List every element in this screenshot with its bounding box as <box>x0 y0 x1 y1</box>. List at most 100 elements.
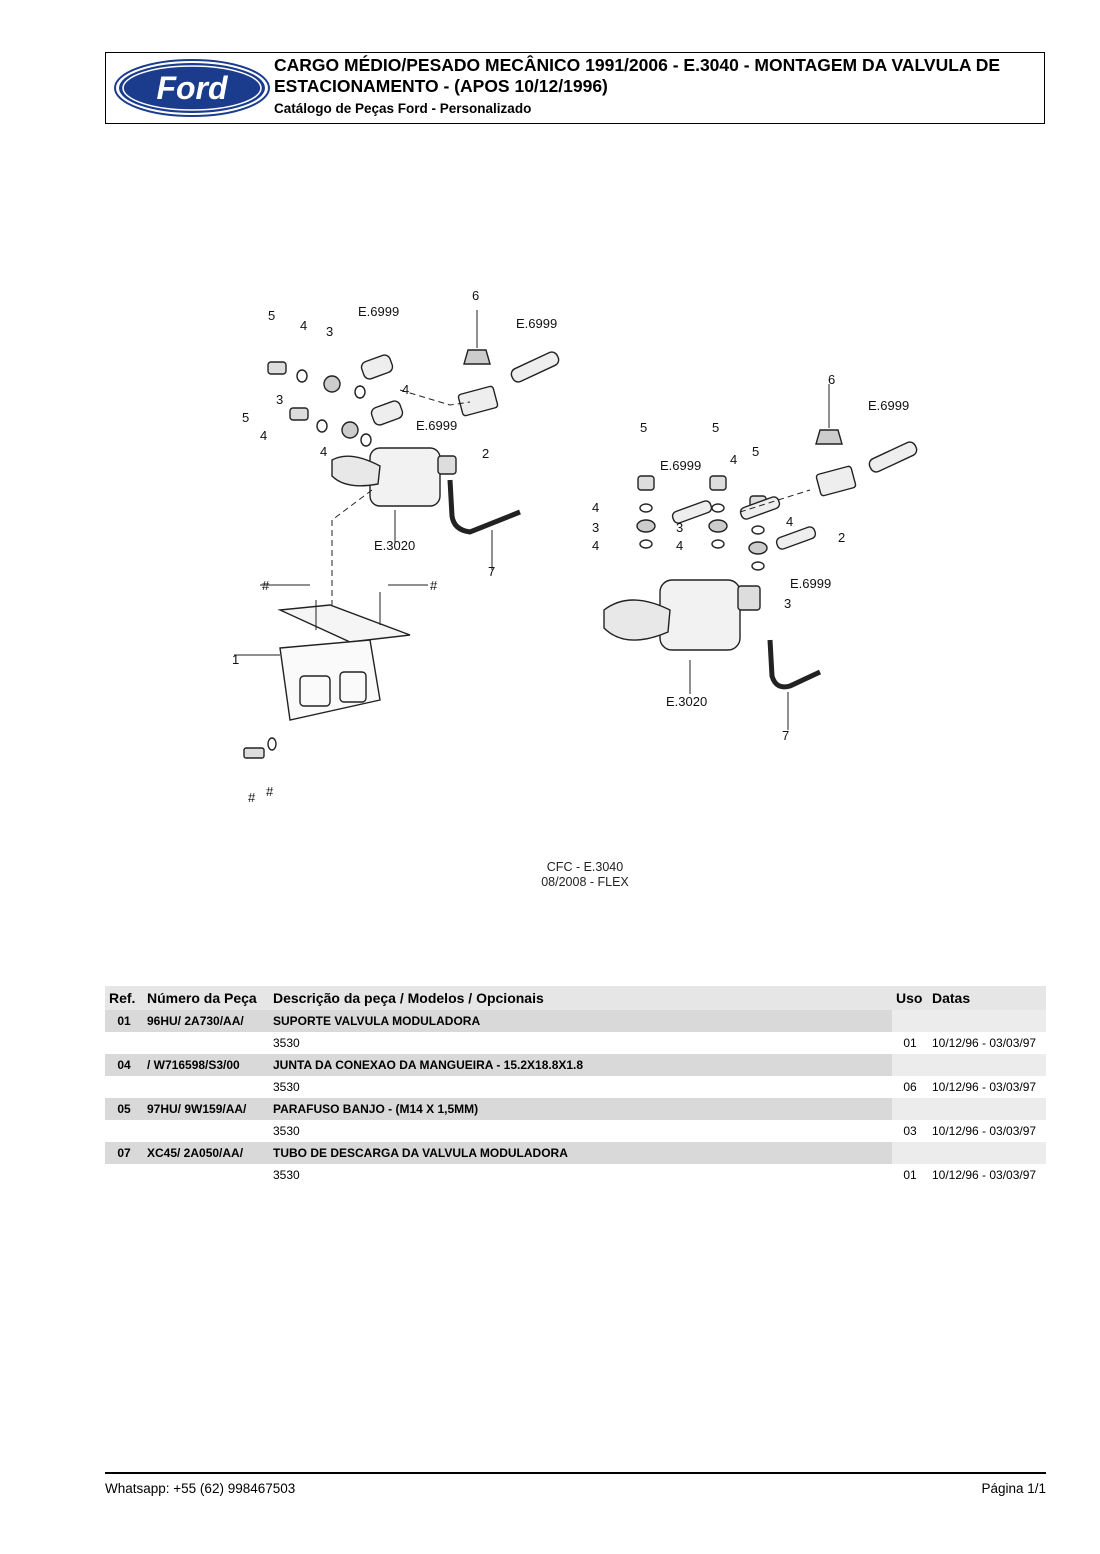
washer-shape <box>354 385 366 399</box>
diagram-label-3: 3 <box>276 392 283 407</box>
diagram-label-e6999: E.6999 <box>416 418 457 433</box>
diagram-label-5: 5 <box>268 308 275 323</box>
cell-description: JUNTA DA CONEXAO DA MANGUEIRA - 15.2X18.… <box>269 1054 892 1076</box>
valve-body-shape <box>369 447 441 507</box>
diagram-label-7: 7 <box>488 564 495 579</box>
tee-block-shape <box>457 385 499 417</box>
diagram-label-4: 4 <box>592 538 599 553</box>
col-descricao: Descrição da peça / Modelos / Opcionais <box>269 986 892 1010</box>
cell-uso-empty <box>892 1054 928 1076</box>
drain-tube-shape <box>767 639 822 690</box>
cell-model: 3530 <box>269 1032 892 1054</box>
cell-uso: 03 <box>892 1120 928 1142</box>
diagram-label-5: 5 <box>242 410 249 425</box>
washer-shape <box>316 419 328 433</box>
banjo-bolt-shape <box>267 361 287 375</box>
diagram-label-4: 4 <box>320 444 327 459</box>
diagram-label-2: 2 <box>838 530 845 545</box>
footer-page-number: Página 1/1 <box>981 1481 1046 1496</box>
col-uso: Uso <box>892 986 928 1010</box>
diagram-label-4: 4 <box>730 452 737 467</box>
diagram-label-hash: # <box>266 784 274 799</box>
bracket-plate-shape <box>277 604 411 643</box>
valve-handle-shape <box>331 455 381 487</box>
cell-description: PARAFUSO BANJO - (M14 X 1,5MM) <box>269 1098 892 1120</box>
diagram-label-hash: # <box>262 578 270 593</box>
tee-block-shape <box>815 465 857 497</box>
diagram-label-e6999: E.6999 <box>660 458 701 473</box>
table-row: 01 96HU/ 2A730/AA/ SUPORTE VALVULA MODUL… <box>105 1010 1046 1032</box>
cell-part-number: / W716598/S3/00 <box>143 1054 269 1076</box>
drain-tube-shape <box>447 479 521 535</box>
cell-datas: 10/12/96 - 03/03/97 <box>928 1164 1046 1186</box>
diagram-label-e6999: E.6999 <box>868 398 909 413</box>
diagram-label-e3020: E.3020 <box>374 538 415 553</box>
diagram-label-4: 4 <box>260 428 267 443</box>
table-row: 3530 01 10/12/96 - 03/03/97 <box>105 1164 1046 1186</box>
page-title: CARGO MÉDIO/PESADO MECÂNICO 1991/2006 - … <box>274 55 1001 96</box>
banjo-connector-shape <box>323 375 341 393</box>
diagram-label-2: 2 <box>482 446 489 461</box>
diagram-label-3: 3 <box>676 520 683 535</box>
cell-description: TUBO DE DESCARGA DA VALVULA MODULADORA <box>269 1142 892 1164</box>
diagram-label-4: 4 <box>592 500 599 515</box>
table-row: 04 / W716598/S3/00 JUNTA DA CONEXAO DA M… <box>105 1054 1046 1076</box>
diagram-label-6: 6 <box>472 288 479 303</box>
diagram-label-hash: # <box>430 578 438 593</box>
table-row: 05 97HU/ 9W159/AA/ PARAFUSO BANJO - (M14… <box>105 1098 1046 1120</box>
table-row: 3530 06 10/12/96 - 03/03/97 <box>105 1076 1046 1098</box>
diagram-label-4: 4 <box>786 514 793 529</box>
diagram-caption: CFC - E.3040 08/2008 - FLEX <box>480 860 690 890</box>
col-datas: Datas <box>928 986 1046 1010</box>
banjo-bolt-shape <box>709 475 727 491</box>
caption-line-2: 08/2008 - FLEX <box>541 875 629 889</box>
footer-contact: Whatsapp: +55 (62) 998467503 <box>105 1481 296 1496</box>
cell-model: 3530 <box>269 1164 892 1186</box>
washer-shape <box>360 433 372 447</box>
parts-table: Ref. Número da Peça Descrição da peça / … <box>105 986 1046 1186</box>
diagram-label-3: 3 <box>592 520 599 535</box>
ford-logo-text: Ford <box>156 70 229 106</box>
washer-shape <box>296 369 308 383</box>
cell-uso: 01 <box>892 1164 928 1186</box>
banjo-connector-shape <box>341 421 359 439</box>
pressure-switch-shape <box>815 429 843 445</box>
cell-part-number: XC45/ 2A050/AA/ <box>143 1142 269 1164</box>
caption-line-1: CFC - E.3040 <box>546 860 624 874</box>
col-ref: Ref. <box>105 986 143 1010</box>
hose-fitting-shape <box>370 400 404 426</box>
diagram-label-1: 1 <box>232 652 239 667</box>
parts-table-header: Ref. Número da Peça Descrição da peça / … <box>105 986 1046 1010</box>
cell-uso: 06 <box>892 1076 928 1098</box>
diagram-label-5: 5 <box>712 420 719 435</box>
diagram-label-e6999: E.6999 <box>358 304 399 319</box>
exploded-parts-diagram: 5 4 3 E.6999 6 E.6999 4 3 5 4 E.6999 4 2… <box>232 288 918 805</box>
banjo-bolt-shape <box>637 475 655 491</box>
cell-part-number: 96HU/ 2A730/AA/ <box>143 1010 269 1032</box>
diagram-label-hash: # <box>248 790 256 805</box>
diagram-label-6: 6 <box>828 372 835 387</box>
cell-description: SUPORTE VALVULA MODULADORA <box>269 1010 892 1032</box>
cell-datas-empty <box>928 1098 1046 1120</box>
hose-fitting-shape <box>868 441 918 473</box>
cell-model: 3530 <box>269 1120 892 1142</box>
page-subtitle: Catálogo de Peças Ford - Personalizado <box>274 101 532 116</box>
banjo-bolt-shape <box>289 407 309 421</box>
diagram-label-4: 4 <box>300 318 307 333</box>
diagram-label-e6999: E.6999 <box>516 316 557 331</box>
diagram-label-4: 4 <box>402 382 409 397</box>
cell-uso: 01 <box>892 1032 928 1054</box>
cell-ref: 04 <box>105 1054 143 1076</box>
cell-uso-empty <box>892 1010 928 1032</box>
cell-ref: 07 <box>105 1142 143 1164</box>
cell-datas-empty <box>928 1142 1046 1164</box>
page-header: Ford CARGO MÉDIO/PESADO MECÂNICO 1991/20… <box>105 52 1045 124</box>
hose-fitting-shape <box>775 526 817 550</box>
diagram-label-e6999: E.6999 <box>790 576 831 591</box>
cell-datas: 10/12/96 - 03/03/97 <box>928 1032 1046 1054</box>
hose-fitting-shape <box>671 500 713 524</box>
hose-fitting-shape <box>510 351 560 383</box>
cell-datas-empty <box>928 1010 1046 1032</box>
mounting-bolt-shape <box>243 747 265 759</box>
diagram-label-3: 3 <box>326 324 333 339</box>
